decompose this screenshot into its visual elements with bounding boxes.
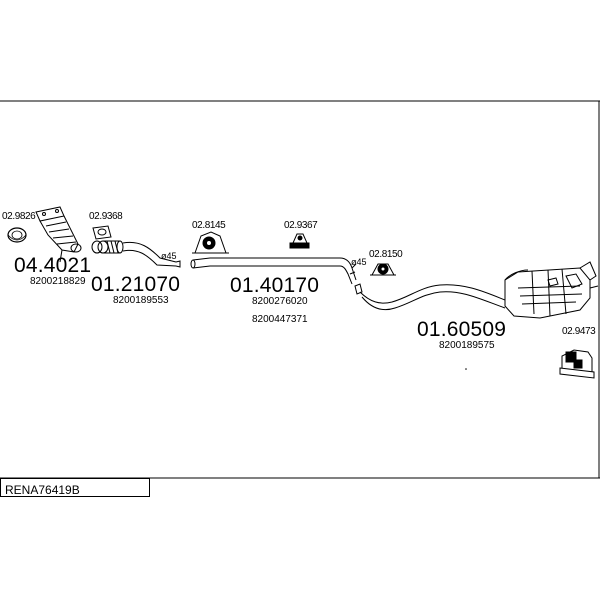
- front-pipe-part: [91, 240, 181, 268]
- oem-number-catalyst: 8200218829: [30, 276, 86, 287]
- oem-number-middle-pipe-1: 8200276020: [252, 296, 308, 307]
- accessory-code-clamp: 02.9368: [89, 211, 123, 222]
- accessory-code-bracket: 02.9473: [562, 326, 596, 337]
- reference-code: RENA76419B: [5, 483, 80, 497]
- diameter-label-middle: ø45: [351, 257, 367, 267]
- accessory-code-gasket: 02.9826: [2, 211, 36, 222]
- part-number-middle-pipe: 01.40170: [230, 274, 320, 297]
- reference-box: RENA76419B: [0, 478, 150, 497]
- diameter-label-front: ø45: [161, 251, 177, 261]
- accessory-code-rubber-mount: 02.9367: [284, 220, 318, 231]
- oem-number-rear-silencer: 8200189575: [439, 340, 495, 351]
- oem-number-middle-pipe-2: 8200447371: [252, 314, 308, 325]
- rear-silencer-part: [354, 261, 599, 319]
- marker-dot: [465, 368, 467, 370]
- bracket-part: [559, 349, 595, 379]
- part-number-rear-silencer: 01.60509: [417, 318, 507, 341]
- gasket-part: [7, 227, 27, 243]
- clamp-part: [92, 225, 112, 240]
- oem-number-front-pipe: 8200189553: [113, 295, 169, 306]
- catalytic-converter-part: [35, 206, 82, 263]
- part-number-front-pipe: 01.21070: [91, 273, 181, 296]
- part-number-catalyst: 04.4021: [14, 254, 92, 277]
- middle-pipe-part: [190, 257, 357, 285]
- accessory-code-hanger-rear: 02.8150: [369, 249, 403, 260]
- accessory-code-hanger-front: 02.8145: [192, 220, 226, 231]
- hanger-part: [192, 231, 229, 254]
- rubber-mount-part: [289, 233, 310, 249]
- hanger-part: [370, 263, 396, 276]
